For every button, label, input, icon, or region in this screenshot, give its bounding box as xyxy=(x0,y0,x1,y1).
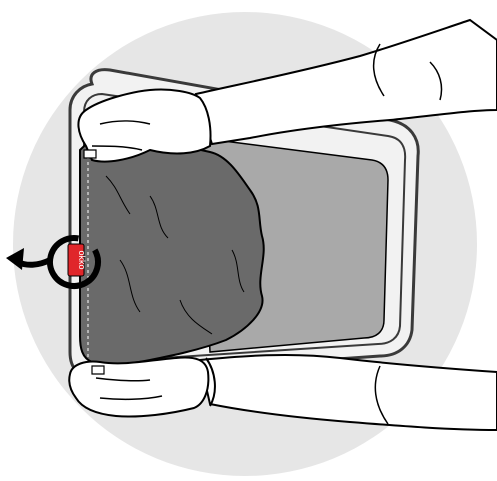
top-thumb-nail xyxy=(84,150,96,158)
bottom-thumb-nail xyxy=(92,366,104,374)
brand-tag-icon: okko xyxy=(68,244,87,276)
bottom-hand xyxy=(69,358,208,417)
tag-label: okko xyxy=(77,250,87,269)
